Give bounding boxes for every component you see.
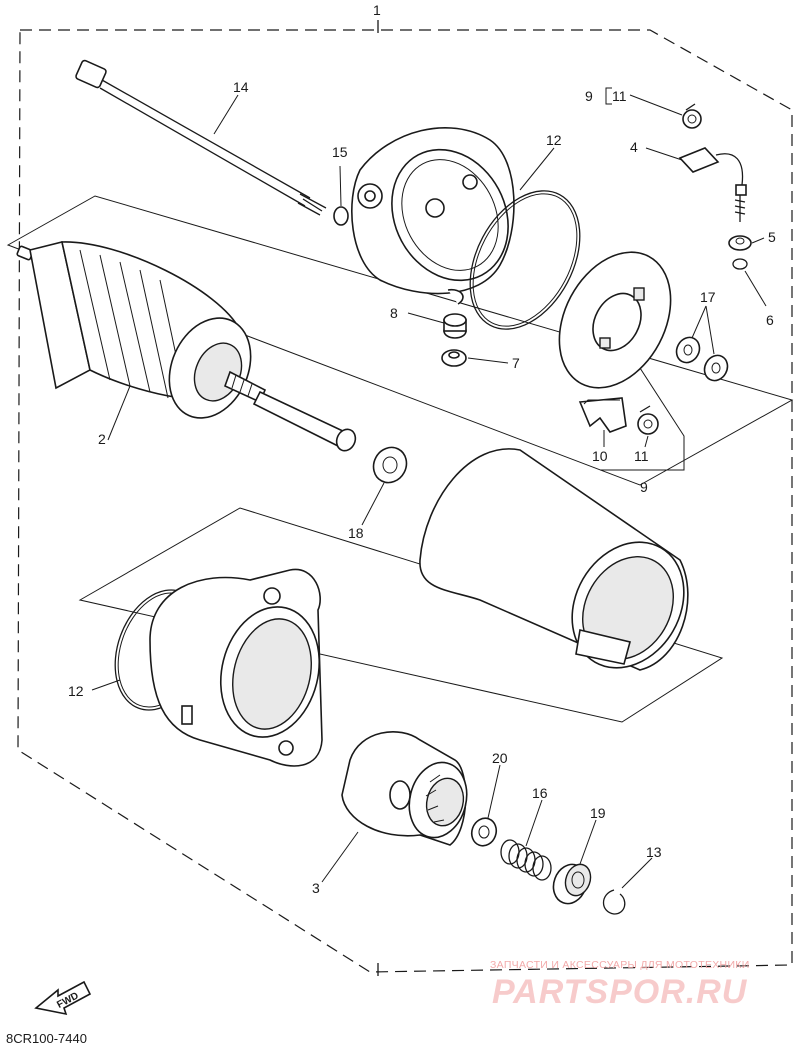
callout-17: 17 bbox=[700, 289, 716, 305]
through-bolt bbox=[75, 59, 327, 216]
fwd-arrow-icon: FWD bbox=[34, 980, 92, 1016]
callout-9-top: 9 bbox=[585, 88, 593, 104]
o-ring bbox=[333, 206, 349, 226]
callout-11-bottom: 11 bbox=[634, 448, 649, 464]
callout-11-top: 11 bbox=[612, 88, 627, 104]
callout-10: 10 bbox=[592, 448, 608, 464]
assembly-boundary bbox=[17, 20, 793, 976]
callout-15: 15 bbox=[332, 144, 348, 160]
callout-19: 19 bbox=[590, 805, 606, 821]
callout-7: 7 bbox=[512, 355, 520, 371]
diagram-code: 8CR100-7440 bbox=[6, 1031, 87, 1046]
washer-pair-b bbox=[703, 354, 729, 382]
callout-18: 18 bbox=[348, 525, 364, 541]
thrust-ring bbox=[470, 817, 498, 847]
end-cover bbox=[351, 127, 515, 305]
washer-pair-a bbox=[675, 336, 701, 364]
watermark: ЗАПЧАСТИ И АКСЕССУАРЫ ДЛЯ МОТОТЕХНИКИ PA… bbox=[490, 959, 750, 1011]
callout-4: 4 bbox=[630, 139, 638, 155]
brush bbox=[678, 147, 747, 222]
callout-16: 16 bbox=[532, 785, 548, 801]
section-frame-middle bbox=[6, 195, 794, 486]
callout-13: 13 bbox=[646, 844, 662, 860]
callout-9-bottom: 9 bbox=[640, 479, 648, 495]
nut bbox=[443, 313, 467, 339]
front-cover bbox=[149, 568, 323, 767]
callout-20: 20 bbox=[492, 750, 508, 766]
fwd-label: FWD bbox=[55, 990, 80, 1010]
callout-14: 14 bbox=[233, 79, 249, 95]
callout-labels: 1 14 15 12 4 9 11 5 6 8 7 17 2 10 11 9 1… bbox=[68, 2, 776, 896]
washer bbox=[728, 235, 752, 251]
pinion-stopper bbox=[552, 863, 592, 905]
callout-12-top: 12 bbox=[546, 132, 562, 148]
watermark-tagline: ЗАПЧАСТИ И АКСЕССУАРЫ ДЛЯ МОТОТЕХНИКИ bbox=[490, 959, 750, 971]
thrust-washer bbox=[372, 446, 408, 484]
watermark-brand: PARTSPOR.RU bbox=[492, 973, 748, 1011]
callout-1: 1 bbox=[373, 2, 381, 18]
callout-2: 2 bbox=[98, 431, 106, 447]
circlip-small bbox=[732, 258, 748, 270]
callout-6: 6 bbox=[766, 312, 774, 328]
callout-5: 5 bbox=[768, 229, 776, 245]
pinion-clutch bbox=[341, 731, 468, 846]
yoke bbox=[419, 448, 689, 671]
o-ring-gasket-top bbox=[469, 190, 581, 330]
return-spring bbox=[500, 839, 552, 881]
armature bbox=[16, 241, 357, 452]
callout-3: 3 bbox=[312, 880, 320, 896]
circlip bbox=[602, 889, 626, 915]
washer-nut bbox=[441, 349, 467, 367]
callout-12-left: 12 bbox=[68, 683, 84, 699]
leader-lines bbox=[91, 87, 767, 889]
brush-holder bbox=[578, 397, 627, 433]
section-frame-lower bbox=[78, 507, 724, 723]
callout-8: 8 bbox=[390, 305, 398, 321]
brush-spring-top bbox=[682, 103, 702, 129]
brush-plate bbox=[558, 251, 672, 389]
brush-spring-bottom bbox=[637, 405, 659, 435]
